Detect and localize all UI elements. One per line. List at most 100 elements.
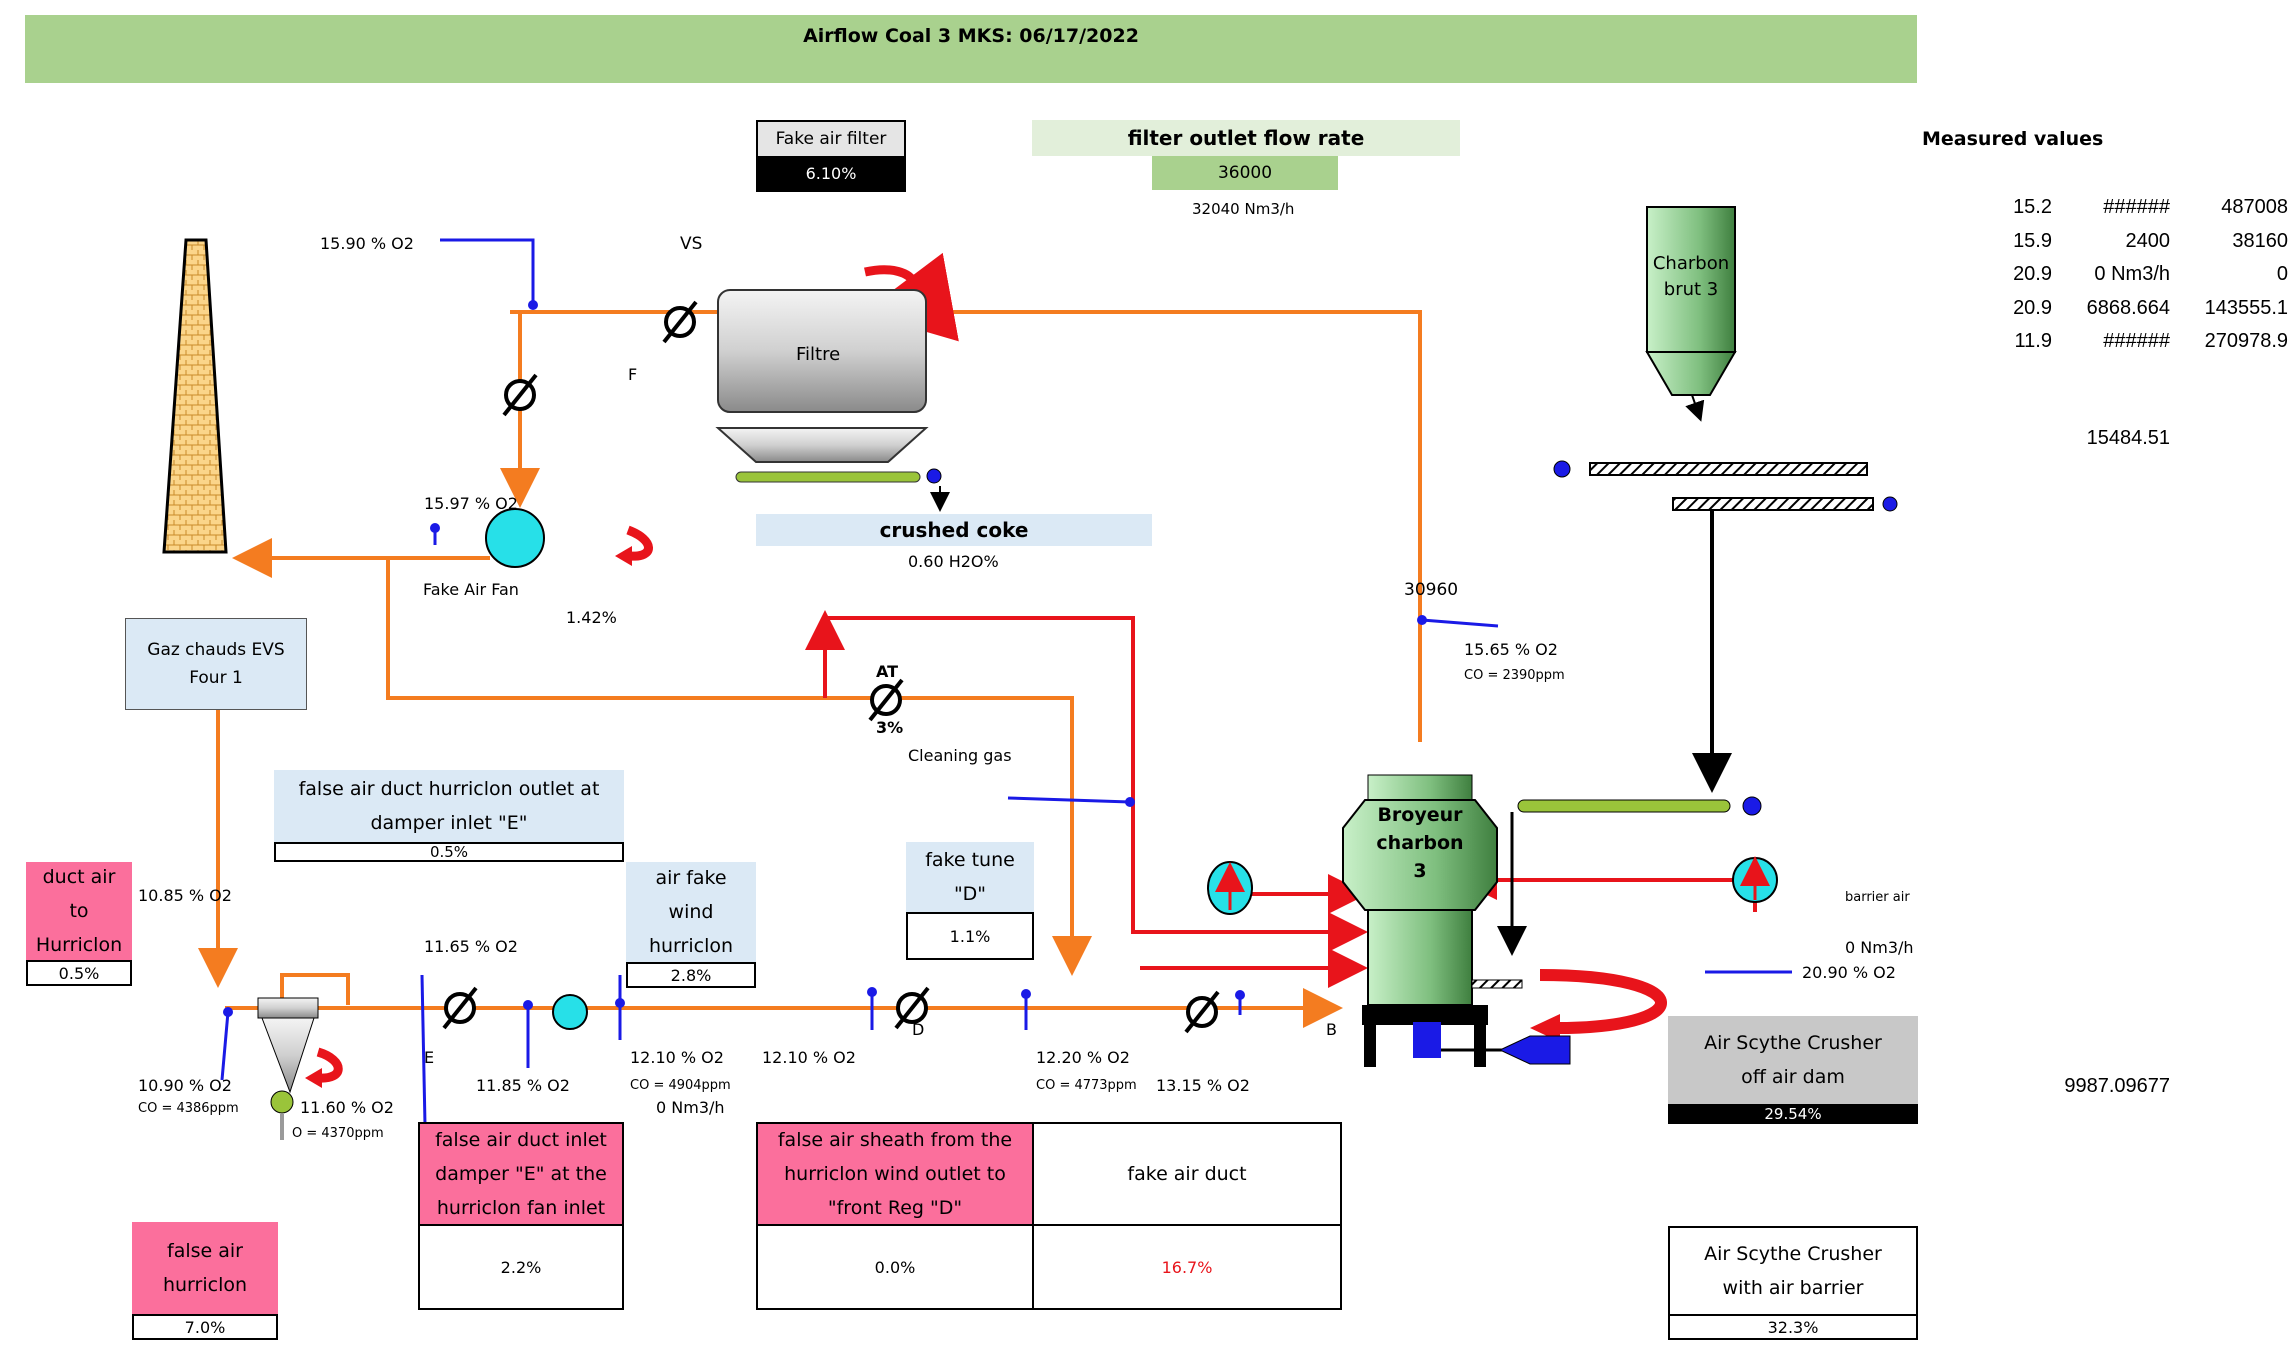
hot-gas-box: Gaz chauds EVS Four 1 — [125, 618, 307, 710]
coal-silo-label: Charbon brut 3 — [1648, 248, 1734, 306]
measured-cell: 20.9 — [2013, 297, 2052, 319]
crusher-line: 3 — [1413, 860, 1427, 882]
false-air-inlet-label: false air duct inlet damper "E" at the h… — [418, 1122, 624, 1226]
hot-gas-line: Four 1 — [189, 668, 243, 688]
coal-silo-icon — [1646, 206, 1736, 353]
pct-label: 1.42% — [566, 608, 617, 627]
o2-label: 15.65 % O2 — [1464, 640, 1558, 659]
o2-label: 11.85 % O2 — [476, 1076, 570, 1095]
false-air-hurriclon-line: false air — [167, 1240, 243, 1262]
scythe-barrier-line: with air barrier — [1722, 1277, 1864, 1299]
o2-label: 13.15 % O2 — [1156, 1076, 1250, 1095]
false-air-sheath-line: hurriclon wind outlet to — [784, 1163, 1006, 1185]
scythe-barrier-line: Air Scythe Crusher — [1704, 1243, 1882, 1265]
h2o-label: 0.60 H2O% — [908, 552, 999, 571]
co-label: CO = 4386ppm — [138, 1101, 239, 1116]
false-air-inlet-value: 2.2% — [418, 1224, 624, 1310]
flow-label: 30960 — [1404, 580, 1459, 600]
filter-outlet-label: filter outlet flow rate — [1032, 120, 1460, 156]
fake-tune-line: fake tune — [925, 849, 1015, 871]
scythe-off-label: Air Scythe Crusher off air dam — [1668, 1016, 1918, 1104]
hurriclon-fan-icon — [552, 994, 588, 1030]
hot-gas-line: Gaz chauds EVS — [147, 640, 285, 660]
false-air-duct-outlet-line: damper inlet "E" — [370, 812, 528, 834]
measured-cell: 15.2 — [2013, 196, 2052, 218]
measured-cell: 15.9 — [2013, 230, 2052, 252]
d-label: D — [912, 1020, 925, 1039]
measured-cell: 487008 — [2221, 196, 2288, 218]
co-label: CO = 2390ppm — [1464, 668, 1565, 683]
false-air-duct-outlet-line: false air duct hurriclon outlet at — [298, 778, 600, 800]
fake-tune-label: fake tune "D" — [906, 842, 1034, 912]
false-air-hurriclon-line: hurriclon — [162, 1274, 248, 1296]
filter-outlet-flow: 32040 Nm3/h — [1192, 200, 1295, 218]
fake-air-filter-box: Fake air filter 6.10% — [756, 120, 906, 192]
o2-label: 15.97 % O2 — [424, 494, 518, 513]
fake-air-duct-value: 16.7% — [1032, 1224, 1342, 1310]
false-air-inlet-line: damper "E" at the — [435, 1163, 607, 1185]
false-air-sheath-line: "front Reg "D" — [827, 1197, 963, 1219]
false-air-hurriclon-label: false air hurriclon — [132, 1222, 278, 1314]
false-air-hurriclon-value: 7.0% — [132, 1314, 278, 1340]
filter-label: Filtre — [796, 344, 841, 365]
duct-air-line: duct air — [42, 866, 116, 888]
fake-tune-value: 1.1% — [906, 912, 1034, 960]
co-label: CO = 4904ppm — [630, 1078, 731, 1093]
duct-air-label: duct air to Hurriclon — [26, 862, 132, 960]
measured-cell: 11.9 — [2014, 330, 2052, 352]
air-fake-wind-line: wind — [668, 901, 714, 923]
false-air-duct-outlet-label: false air duct hurriclon outlet at dampe… — [274, 770, 624, 842]
measured-cell: 38160 — [2232, 230, 2288, 252]
false-air-inlet-line: hurriclon fan inlet — [436, 1197, 606, 1219]
o2-label: 15.90 % O2 — [320, 234, 414, 253]
scythe-barrier-value: 32.3% — [1668, 1314, 1918, 1340]
f-label: F — [628, 365, 638, 384]
crusher-label: Broyeur charbon 3 — [1362, 800, 1478, 886]
measured-cell: ###### — [2103, 330, 2170, 352]
measured-cell: 143555.1 — [2204, 297, 2288, 319]
crusher-line: charbon — [1376, 832, 1464, 854]
air-fake-wind-line: air fake — [655, 867, 727, 889]
crushed-coke-label: crushed coke — [756, 514, 1152, 546]
o2-label: 11.60 % O2 — [300, 1098, 394, 1117]
measured-extra: 9987.09677 — [2064, 1075, 2170, 1097]
o2-label: 11.65 % O2 — [424, 937, 518, 956]
flow-label: 0 Nm3/h — [1845, 938, 1914, 957]
scythe-off-line: Air Scythe Crusher — [1704, 1032, 1882, 1054]
crusher-line: Broyeur — [1377, 804, 1463, 826]
duct-air-line: Hurriclon — [35, 934, 123, 956]
scythe-off-value: 29.54% — [1668, 1104, 1918, 1124]
measured-cell: 0 — [2276, 263, 2288, 285]
o2-label: 12.10 % O2 — [762, 1048, 856, 1067]
o2-label: 12.20 % O2 — [1036, 1048, 1130, 1067]
o2-label: 10.90 % O2 — [138, 1076, 232, 1095]
o2-label: 20.90 % O2 — [1802, 963, 1896, 982]
fake-air-fan-label: Fake Air Fan — [423, 580, 519, 599]
hurriclon-icon — [261, 1017, 315, 1094]
coal-silo-line: brut 3 — [1663, 279, 1719, 300]
o2-label: 10.85 % O2 — [138, 886, 232, 905]
measured-cell: ###### — [2103, 196, 2170, 218]
duct-air-line: to — [69, 900, 89, 922]
false-air-duct-outlet-value: 0.5% — [274, 842, 624, 862]
fake-air-fan-icon — [485, 508, 545, 568]
crusher-icon — [1342, 799, 1498, 911]
air-fake-wind-label: air fake wind hurriclon — [626, 862, 756, 962]
scythe-off-line: off air dam — [1741, 1066, 1845, 1088]
air-fake-wind-value: 2.8% — [626, 962, 756, 988]
scythe-barrier-label: Air Scythe Crusher with air barrier — [1668, 1226, 1918, 1314]
false-air-inlet-line: false air duct inlet — [435, 1129, 607, 1151]
barrier-air-label: barrier air — [1845, 890, 1910, 905]
measured-cell: 20.9 — [2013, 263, 2052, 285]
coal-silo-line: Charbon — [1652, 253, 1730, 274]
o2-label: 12.10 % O2 — [630, 1048, 724, 1067]
false-air-sheath-value: 0.0% — [756, 1224, 1034, 1310]
measured-cell: 6868.664 — [2086, 297, 2170, 319]
chimney-icon — [162, 238, 228, 554]
fake-air-filter-label: Fake air filter — [758, 122, 904, 156]
e-label: E — [424, 1048, 435, 1067]
flow-label: 0 Nm3/h — [656, 1098, 725, 1117]
co-label: CO = 4773ppm — [1036, 1078, 1137, 1093]
